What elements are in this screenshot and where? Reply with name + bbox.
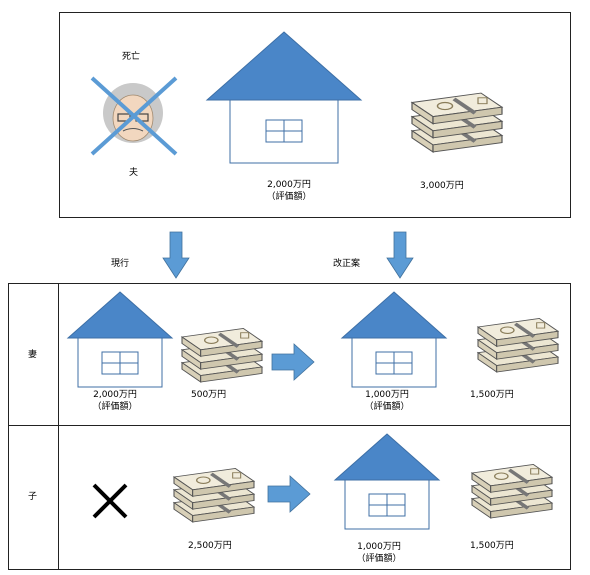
heirs-table [8, 283, 571, 570]
wife-reform-house-value: 1,000万円 [365, 390, 409, 400]
child-label: 子 [28, 492, 38, 502]
wife-reform-house-note: （評価額） [364, 402, 410, 412]
wife-current-cash-icon [180, 326, 264, 384]
child-reform-house-note: （評価額） [356, 554, 402, 564]
child-reform-house-icon [333, 433, 441, 530]
wife-transition-arrow [271, 343, 315, 381]
current-system-label: 現行 [111, 259, 130, 269]
wife-reform-cash-icon [476, 316, 560, 374]
child-reform-cash-icon [470, 462, 554, 520]
wife-current-cash: 500万円 [191, 390, 227, 400]
child-current-cash-icon [172, 466, 256, 524]
label-column-divider [58, 283, 59, 570]
child-no-house-cross-icon [92, 483, 128, 519]
child-reform-cash: 1,500万円 [470, 541, 514, 551]
wife-reform-house-icon [340, 291, 448, 388]
child-reform-house-value: 1,000万円 [357, 542, 401, 552]
arrow-down-reform [386, 231, 414, 279]
wife-current-house-note: （評価額） [92, 402, 138, 412]
cash-bundle-icon [412, 86, 502, 152]
wife-label: 妻 [28, 350, 38, 360]
reform-proposal-label: 改正案 [333, 259, 361, 269]
husband-label: 夫 [129, 168, 139, 178]
arrow-down-current [162, 231, 190, 279]
child-transition-arrow [267, 475, 311, 513]
child-current-cash: 2,500万円 [188, 541, 232, 551]
deceased-label: 死亡 [122, 52, 141, 62]
cash-value: 3,000万円 [420, 181, 464, 191]
house-value-note: （評価額） [266, 192, 312, 202]
row-divider [8, 425, 571, 426]
house-icon [205, 31, 363, 164]
deceased-cross-icon [90, 76, 178, 156]
deceased-assets-box [59, 12, 571, 218]
wife-reform-cash: 1,500万円 [470, 390, 514, 400]
wife-current-house-icon [66, 291, 174, 388]
house-value: 2,000万円 [267, 180, 311, 190]
wife-current-house-value: 2,000万円 [93, 390, 137, 400]
